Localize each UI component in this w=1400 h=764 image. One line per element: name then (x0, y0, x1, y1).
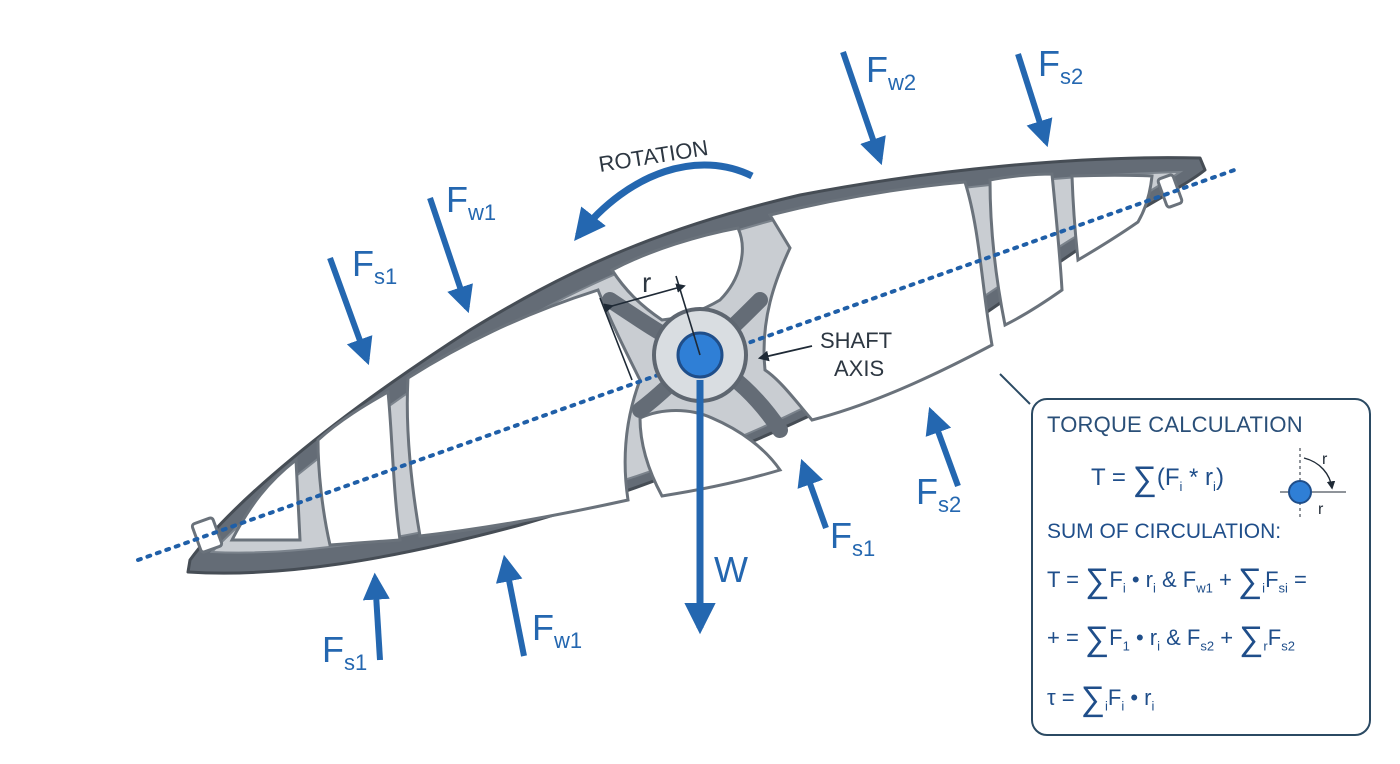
radius-label: r (642, 267, 651, 298)
radius-dimension (599, 275, 701, 381)
panel-subtitle: SUM OF CIRCULATION: (1047, 520, 1282, 543)
rotation-label: ROTATION (597, 135, 710, 177)
cavity-2 (316, 389, 402, 547)
panel-leader-line (999, 373, 1031, 405)
fw1-bottom-label: Fw1 (532, 607, 582, 653)
fw2-top-label: Fw2 (866, 49, 916, 95)
fs1-bottom-label: Fs1 (322, 629, 367, 675)
icon-r-top: r (1322, 451, 1328, 468)
rotation-arrow-icon (574, 161, 754, 241)
force-arrow-fs1-top (327, 256, 373, 366)
fs1-top-label: Fs1 (352, 243, 397, 289)
cavity-8 (1070, 173, 1154, 263)
cavity-6 (762, 180, 994, 422)
fs2-top-label: Fs2 (1038, 43, 1083, 89)
icon-r-bottom: r (1318, 501, 1324, 518)
formula-torque-sum: T = ∑(Fi * ri) (1091, 460, 1224, 498)
fw1-top-label: Fw1 (446, 179, 496, 225)
force-arrow-fs2-top (1015, 53, 1053, 148)
force-arrow-fs2-right (925, 406, 961, 488)
shaft-axis-label-line2: AXIS (834, 356, 884, 381)
formula-circulation-2: + = ∑F1 • ri & Fs2 + ∑rFs2 (1047, 620, 1295, 658)
weight-label: W (714, 549, 748, 590)
force-arrow-fw1-bottom (495, 554, 527, 657)
cavity-3 (405, 288, 642, 538)
panel-title: TORQUE CALCULATION (1047, 412, 1303, 437)
force-arrow-fs1-right (797, 458, 829, 530)
formula-tau: τ = ∑iFi • ri (1047, 680, 1155, 718)
cavity-7 (988, 172, 1064, 328)
force-arrow-fw2-top (840, 51, 886, 166)
cavity-1 (229, 457, 302, 542)
fs2-right-label: Fs2 (916, 471, 961, 517)
shaft-axis-label-line1: SHAFT (820, 328, 892, 353)
torque-calculation-panel: TORQUE CALCULATION T = ∑(Fi * ri) SUM OF… (1031, 398, 1371, 736)
radius-angle-icon: r r (1280, 448, 1346, 518)
force-arrow-fw1-top (427, 197, 473, 314)
fs1-right-label: Fs1 (830, 515, 875, 561)
formula-circulation-1: T = ∑Fi • ri & Fw1 + ∑iFsi = (1047, 562, 1307, 600)
force-arrow-fs1-bottom (362, 572, 390, 661)
